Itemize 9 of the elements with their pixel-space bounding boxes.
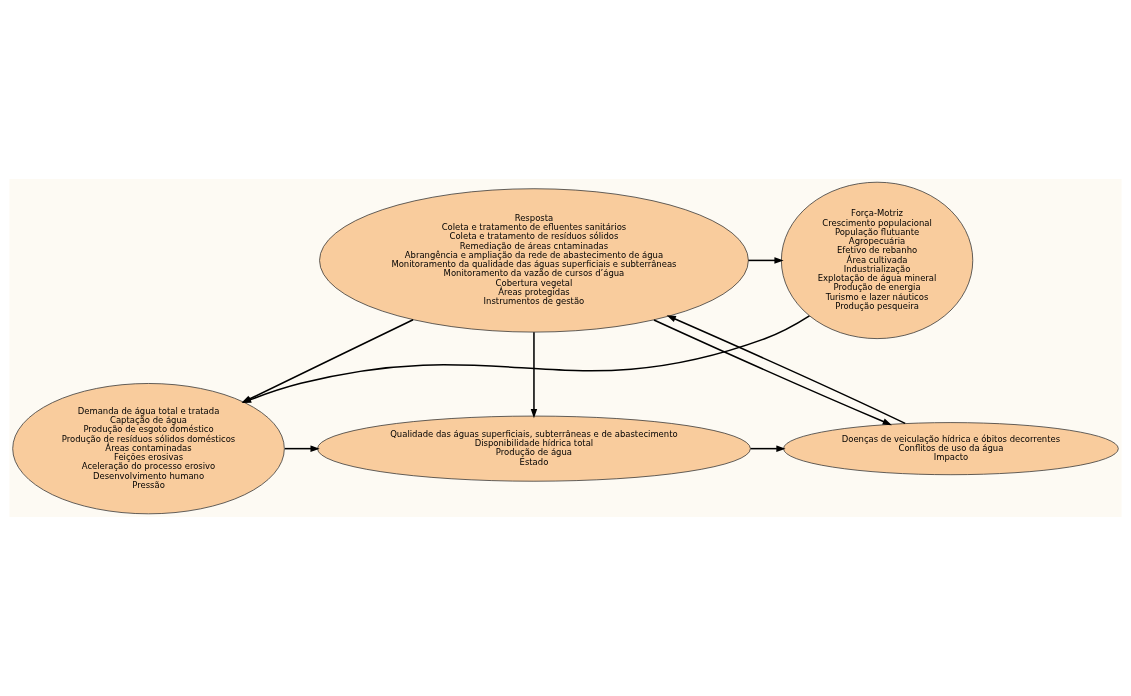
node-ellipse: Doenças de veiculação hídrica e óbitos decorrentes Conflitos de uso da água Impacto (783, 422, 1119, 476)
arrow (284, 445, 320, 452)
node-ellipse: Demanda de água total e tratada Captação de água Produção de esgoto doméstico Produção de resíduos sólidos domésticos Áreas contaminadas Feições erosivas Aceleração do processo erosivo Desenvolvimento humano Pressão (12, 383, 285, 515)
arrow (749, 445, 786, 452)
node-ellipse: Força-Motriz Crescimento populacional População flutuante Agropecuária Efetivo de rebanho Área cultivada Industrialização Explotação de água mineral Produção de energia Turismo e lazer náuticos Produção pesqueira (781, 181, 974, 339)
node-ellipse: Resposta Coleta e tratamento de efluentes sanitários Coleta e tratamento de resíduos sólidos Remediação de áreas cntaminadas Abrangência e ampliação da rede de abastecimento de água Monitoramento da qualidade das águas superficiais e subterrâneas Monitoramento da vazão de cursos d’água Cobertura vegetal Áreas protegidas Instrumentos de gestão (319, 188, 749, 333)
node-ellipse: Qualidade das águas superficiais, subterrâneas e de abastecimento Disponibilidade hídrica total Produção de água Estado (317, 415, 751, 482)
arrow (530, 331, 538, 419)
arrow (747, 257, 784, 264)
